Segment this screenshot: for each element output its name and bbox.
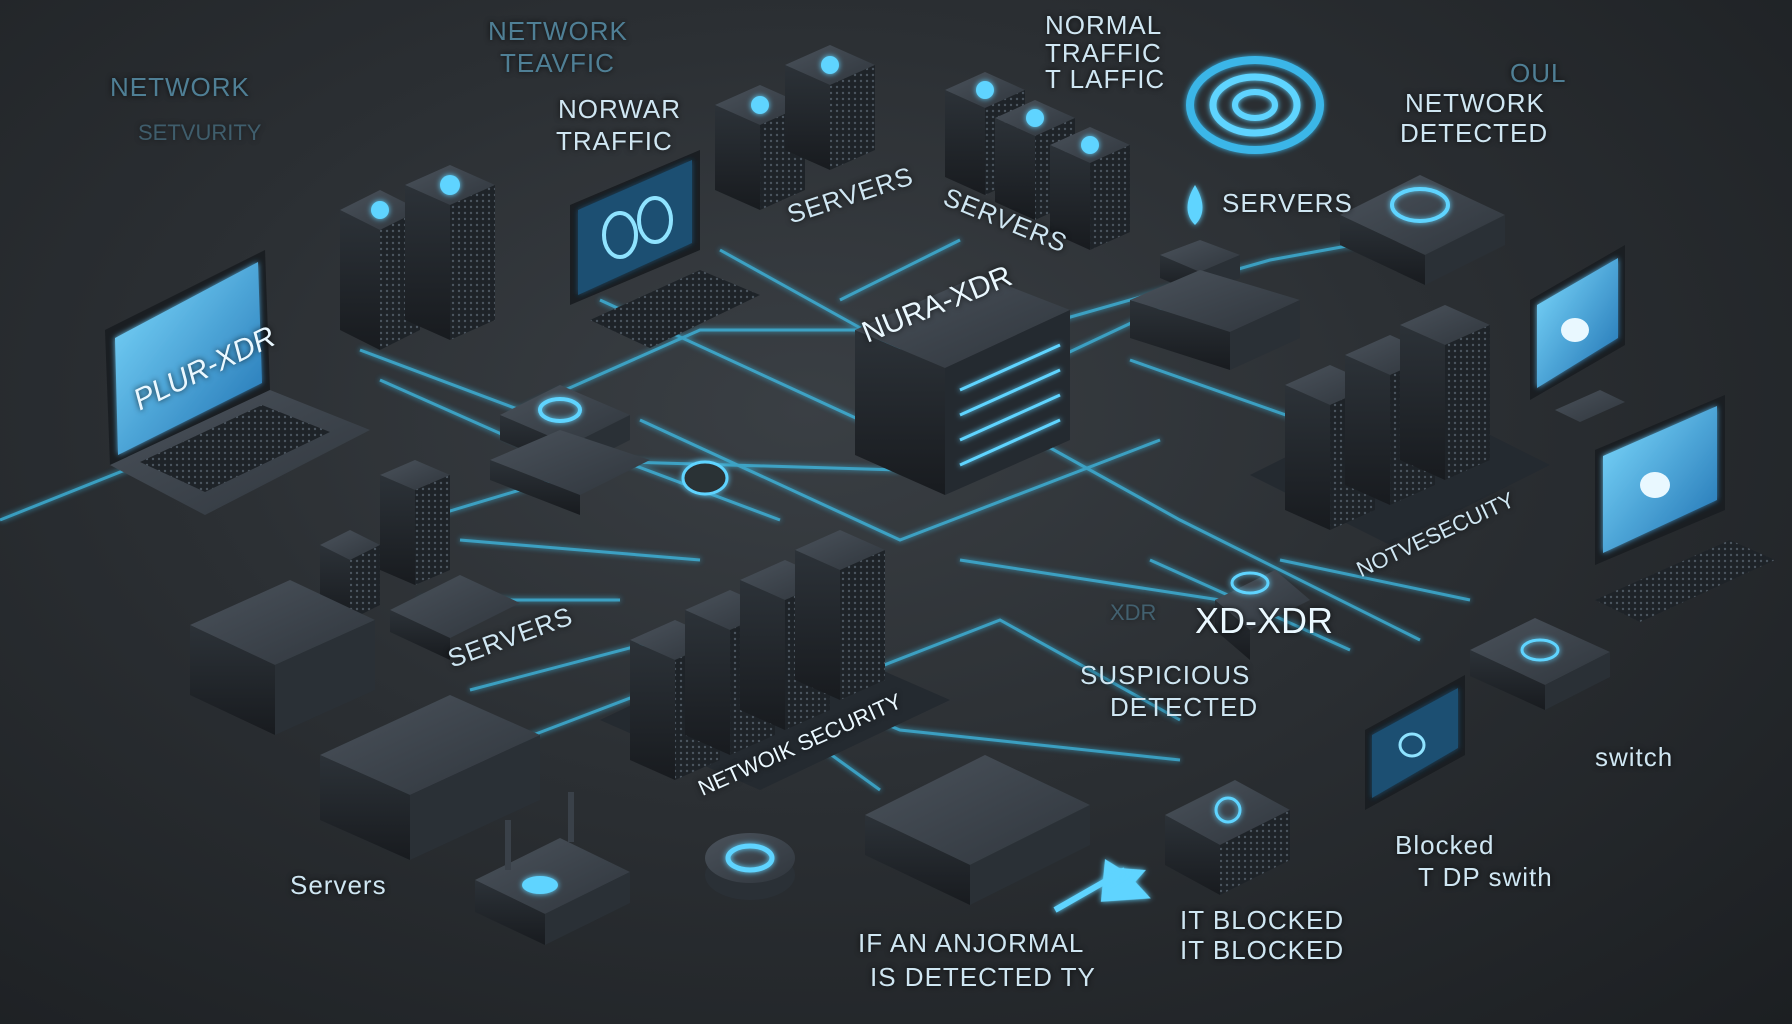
server-rack-icon [715, 45, 875, 210]
xdr-hub [1215, 570, 1310, 660]
network-detected-faint-label: OUL [1510, 58, 1567, 88]
laptop-icon [105, 250, 370, 515]
arrow-icon [1053, 859, 1151, 913]
network-left-faint-label: SETVURITY [138, 120, 262, 145]
xdr-faint-label: XDR [1110, 600, 1157, 625]
server-rack-icon [340, 165, 495, 350]
monitor-lock-icon [1365, 675, 1465, 810]
fingerprint-chip-icon [681, 460, 729, 496]
server-rack-icon [945, 72, 1130, 250]
server-rack-icon [320, 460, 450, 620]
suspicious-detected-label: DETECTED [1110, 692, 1259, 722]
xd-xdr-label: XD-XDR [1195, 600, 1334, 641]
monitor-icon [570, 150, 760, 348]
monitor-lock-icon [1595, 395, 1775, 622]
network-traffic-top-label: NETWORK [488, 16, 628, 46]
radar-target-icon [1186, 56, 1324, 154]
router-icon [490, 385, 650, 515]
server-rack-icon [1250, 305, 1550, 545]
servers-label-top-right: SERVERS [1222, 188, 1353, 218]
servers-label-bottom-left: Servers [290, 870, 387, 900]
normal-label: NORMAL [1045, 10, 1163, 40]
network-left-label: NETWORK [110, 72, 250, 102]
normal-traffic-label: TRAFFIC [1045, 38, 1162, 68]
norwar-traffic-label: TRAFFIC [556, 126, 673, 156]
sensor-drop-icon [1130, 185, 1300, 370]
router-icon [475, 792, 630, 945]
monitor-lock-icon [1530, 245, 1625, 422]
blocked-switch-label: T DP swith [1418, 862, 1553, 892]
switch-label: switch [1595, 742, 1674, 772]
router-icon [1470, 618, 1610, 710]
abnormal-label: IF AN ANJORMAL [858, 928, 1085, 958]
router-icon [1340, 175, 1505, 285]
it-blocked-label-2: IT BLOCKED [1180, 935, 1345, 965]
network-detected-label-2: DETECTED [1400, 118, 1549, 148]
normal-traffic-label-2: T LAFFIC [1045, 64, 1166, 94]
switch-icon [190, 575, 540, 860]
blocked-label: Blocked [1395, 830, 1495, 860]
abnormal-detected-label: IS DETECTED TY [870, 962, 1096, 992]
firewall-icon [1165, 780, 1290, 895]
suspicious-label: SUSPICIOUS [1080, 660, 1251, 690]
switch-icon [865, 755, 1090, 905]
network-detected-label: NETWORK [1405, 88, 1545, 118]
target-puck-icon [705, 833, 795, 900]
network-traffic-top-label-2: TEAVFIC [500, 48, 615, 78]
norwar-label: NORWAR [558, 94, 681, 124]
server-rack-icon [600, 530, 950, 790]
core-xdr-server [855, 275, 1070, 495]
it-blocked-label: IT BLOCKED [1180, 905, 1345, 935]
